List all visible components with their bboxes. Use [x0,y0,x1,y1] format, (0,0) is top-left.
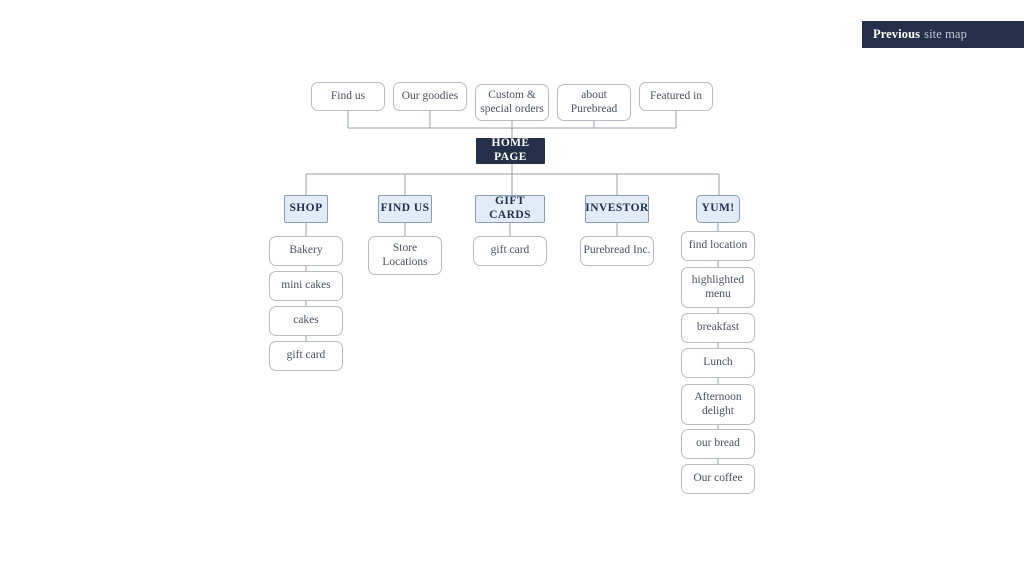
node-label: Our goodies [401,89,459,102]
node-cakes[interactable]: cakes [269,306,343,336]
node-label: YUM! [701,202,735,215]
node-afternoon-delight[interactable]: Afternoon delight [681,384,755,425]
node-label: our bread [696,437,740,450]
node-label: mini cakes [281,279,331,292]
node-label: Bakery [289,244,323,257]
previous-site-map-banner[interactable]: Previous site map [862,21,1024,48]
node-label: Purebread Inc. [583,244,651,257]
node-label: find location [688,239,748,252]
node-label: breakfast [696,321,740,334]
node-label: Find us [330,89,366,102]
node-purebread-inc[interactable]: Purebread Inc. [580,236,654,266]
node-about-purebread[interactable]: about Purebread [557,84,631,121]
node-label: gift card [490,244,530,257]
node-find-us-top[interactable]: Find us [311,82,385,111]
node-featured-in[interactable]: Featured in [639,82,713,111]
node-label: SHOP [289,202,323,215]
node-section-gift-cards[interactable]: GIFT CARDS [475,195,545,223]
node-label: Our coffee [693,472,743,485]
node-gift-cards-gift-card[interactable]: gift card [473,236,547,266]
node-label: INVESTOR [585,202,649,215]
node-section-investor[interactable]: INVESTOR [585,195,649,223]
node-label: Lunch [703,356,733,369]
node-our-bread[interactable]: our bread [681,429,755,459]
node-label: Featured in [649,89,703,102]
node-label: Custom & special orders [480,88,544,115]
node-find-location[interactable]: find location [681,231,755,261]
node-label: cakes [293,314,319,327]
node-label: Afternoon delight [694,390,742,417]
banner-light-label: site map [924,27,967,41]
node-label: Store Locations [382,241,428,268]
node-lunch[interactable]: Lunch [681,348,755,378]
node-home-page[interactable]: HOME PAGE [476,137,545,164]
node-label: about Purebread [570,88,618,115]
node-section-shop[interactable]: SHOP [284,195,328,223]
node-our-goodies[interactable]: Our goodies [393,82,467,111]
node-label: FIND US [380,202,430,215]
node-bakery[interactable]: Bakery [269,236,343,266]
node-label: highlighted menu [691,273,745,300]
node-section-find-us[interactable]: FIND US [378,195,432,223]
node-label: gift card [286,349,326,362]
banner-strong-label: Previous [873,27,921,41]
node-shop-gift-card[interactable]: gift card [269,341,343,371]
node-breakfast[interactable]: breakfast [681,313,755,343]
node-highlighted-menu[interactable]: highlighted menu [681,267,755,308]
node-mini-cakes[interactable]: mini cakes [269,271,343,301]
node-section-yum[interactable]: YUM! [696,195,740,223]
node-label: GIFT CARDS [489,195,531,221]
node-label: HOME PAGE [491,137,530,163]
node-custom-special-orders[interactable]: Custom & special orders [475,84,549,121]
node-our-coffee[interactable]: Our coffee [681,464,755,494]
node-store-locations[interactable]: Store Locations [368,236,442,275]
